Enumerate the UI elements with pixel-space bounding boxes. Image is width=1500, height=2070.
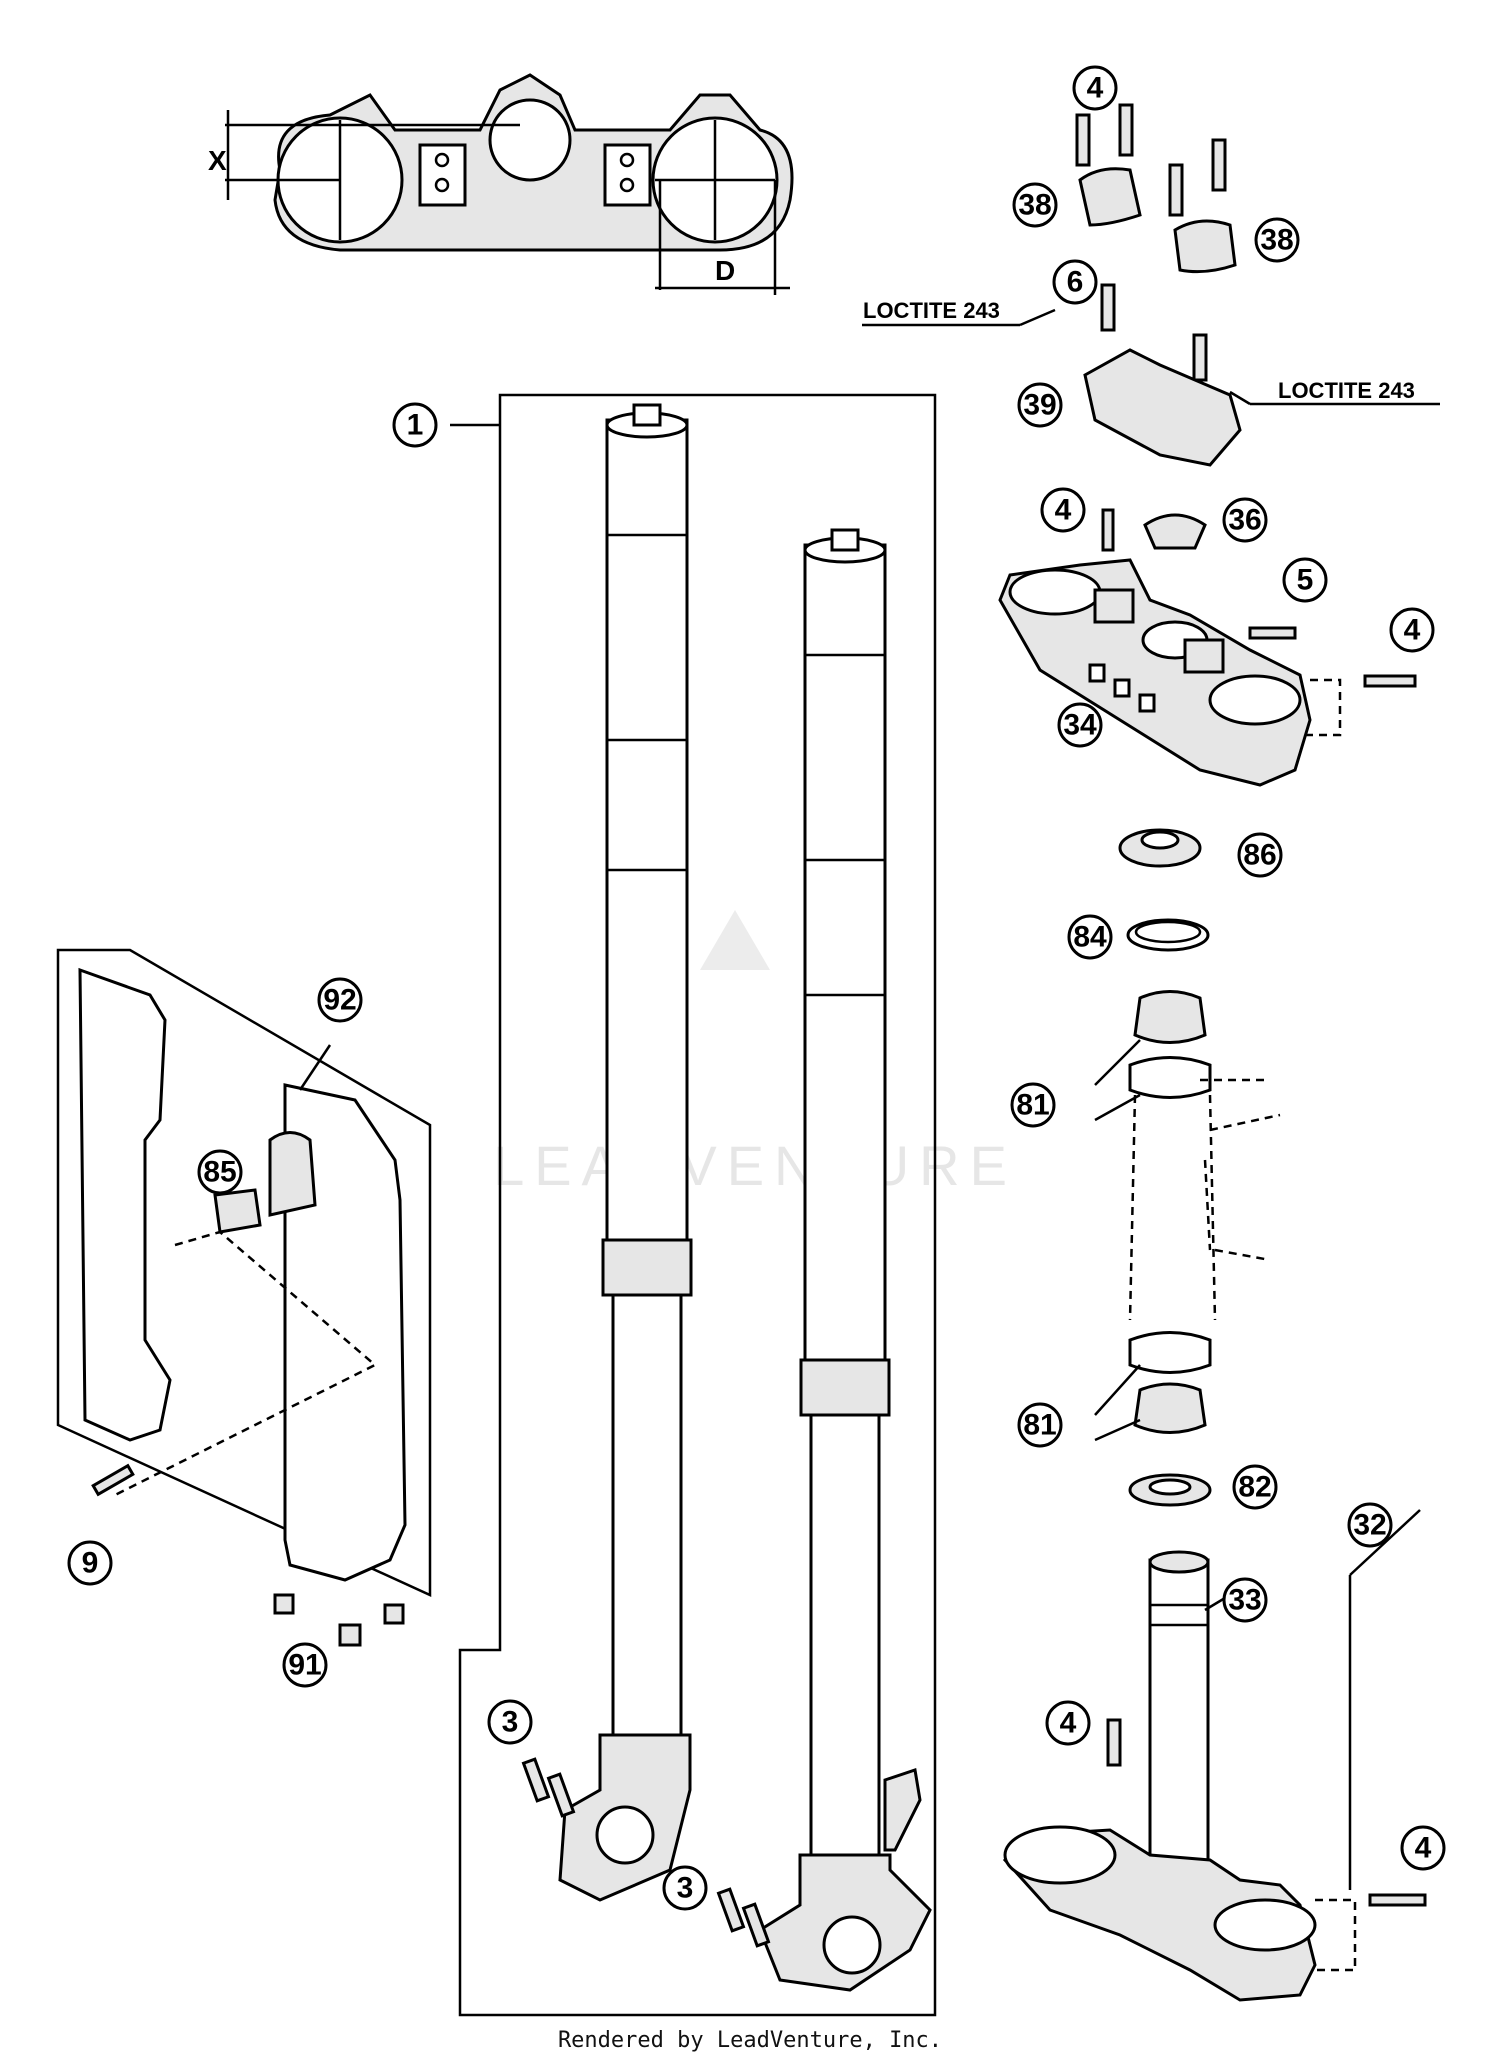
svg-text:4: 4 (1087, 72, 1104, 105)
callout-4-clamp-bolts: 4 (1072, 65, 1118, 111)
svg-text:81: 81 (1023, 1409, 1056, 1442)
svg-text:3: 3 (502, 1706, 519, 1739)
svg-text:86: 86 (1243, 839, 1276, 872)
dim-d-label: D (715, 255, 735, 286)
fork-leg-right (758, 528, 932, 1992)
svg-text:33: 33 (1228, 1584, 1261, 1617)
svg-text:34: 34 (1063, 709, 1097, 742)
watermark-logo (700, 910, 770, 970)
svg-text:38: 38 (1260, 224, 1293, 257)
callout-86: 86 (1237, 832, 1283, 878)
callout-92: 92 (317, 977, 363, 1023)
axle-clamp-bolts (521, 1757, 771, 1948)
upper-triple-clamp (998, 508, 1417, 787)
callout-4-upper-right: 4 (1389, 607, 1435, 653)
svg-text:81: 81 (1016, 1089, 1049, 1122)
svg-text:9: 9 (82, 1547, 99, 1580)
callout-84: 84 (1067, 914, 1113, 960)
callout-1: 1 (392, 402, 438, 448)
svg-text:32: 32 (1353, 1509, 1386, 1542)
callout-4-lower-left: 4 (1045, 1700, 1091, 1746)
watermark-text: LEADVENTURE (493, 1134, 1017, 1197)
callout-33: 33 (1222, 1577, 1268, 1623)
callout-4-lower-right: 4 (1400, 1825, 1446, 1871)
callout-82: 82 (1232, 1464, 1278, 1510)
fork-assembly-frame (458, 393, 937, 2017)
callout-6: 6 (1052, 259, 1098, 305)
leadventure-watermark: LEADVENTURE (493, 910, 1017, 1197)
callout-81-upper: 81 (1010, 1082, 1056, 1128)
fork-leg-left (558, 403, 693, 1902)
callout-38-right: 38 (1254, 217, 1300, 263)
callout-81-lower: 81 (1017, 1402, 1063, 1448)
callout-5: 5 (1282, 557, 1328, 603)
callout-32: 32 (1347, 1502, 1393, 1548)
svg-text:39: 39 (1023, 389, 1056, 422)
callout-85: 85 (197, 1149, 243, 1195)
svg-text:38: 38 (1018, 189, 1051, 222)
handlebar-clamps (1075, 103, 1242, 467)
callout-39: 39 (1017, 382, 1063, 428)
fork-guard-frame (56, 948, 432, 1597)
svg-text:82: 82 (1238, 1471, 1271, 1504)
svg-text:3: 3 (677, 1872, 694, 1905)
callout-34: 34 (1057, 702, 1103, 748)
svg-text:36: 36 (1228, 504, 1261, 537)
render-credit-footer: Rendered by LeadVenture, Inc. (557, 2028, 943, 2053)
callout-36: 36 (1222, 497, 1268, 543)
loctite-note-right: LOCTITE 243 (1278, 378, 1415, 403)
svg-text:84: 84 (1073, 921, 1107, 954)
svg-text:1: 1 (407, 409, 424, 442)
svg-text:85: 85 (203, 1156, 236, 1189)
svg-text:4: 4 (1055, 494, 1072, 527)
svg-text:4: 4 (1404, 614, 1421, 647)
callout-3-left: 3 (487, 1699, 533, 1745)
svg-text:91: 91 (288, 1649, 321, 1682)
leader-lines (298, 1039, 1141, 1442)
callout-9: 9 (67, 1540, 113, 1586)
lower-triple-clamp (1002, 1509, 1427, 2002)
callout-91: 91 (282, 1642, 328, 1688)
loctite-note-left: LOCTITE 243 (863, 298, 1000, 323)
fork-guards (56, 948, 432, 1647)
svg-text:4: 4 (1415, 1832, 1432, 1865)
svg-text:5: 5 (1297, 564, 1314, 597)
triple-clamp-top-view: X D (208, 73, 794, 295)
callout-3-right: 3 (662, 1865, 708, 1911)
steering-bearings (1118, 828, 1281, 1507)
dim-x-label: X (208, 145, 227, 176)
svg-text:4: 4 (1060, 1707, 1077, 1740)
svg-text:6: 6 (1067, 266, 1084, 299)
callout-4-upper-left: 4 (1040, 487, 1086, 533)
svg-text:92: 92 (323, 984, 356, 1017)
callout-38-left: 38 (1012, 182, 1058, 228)
